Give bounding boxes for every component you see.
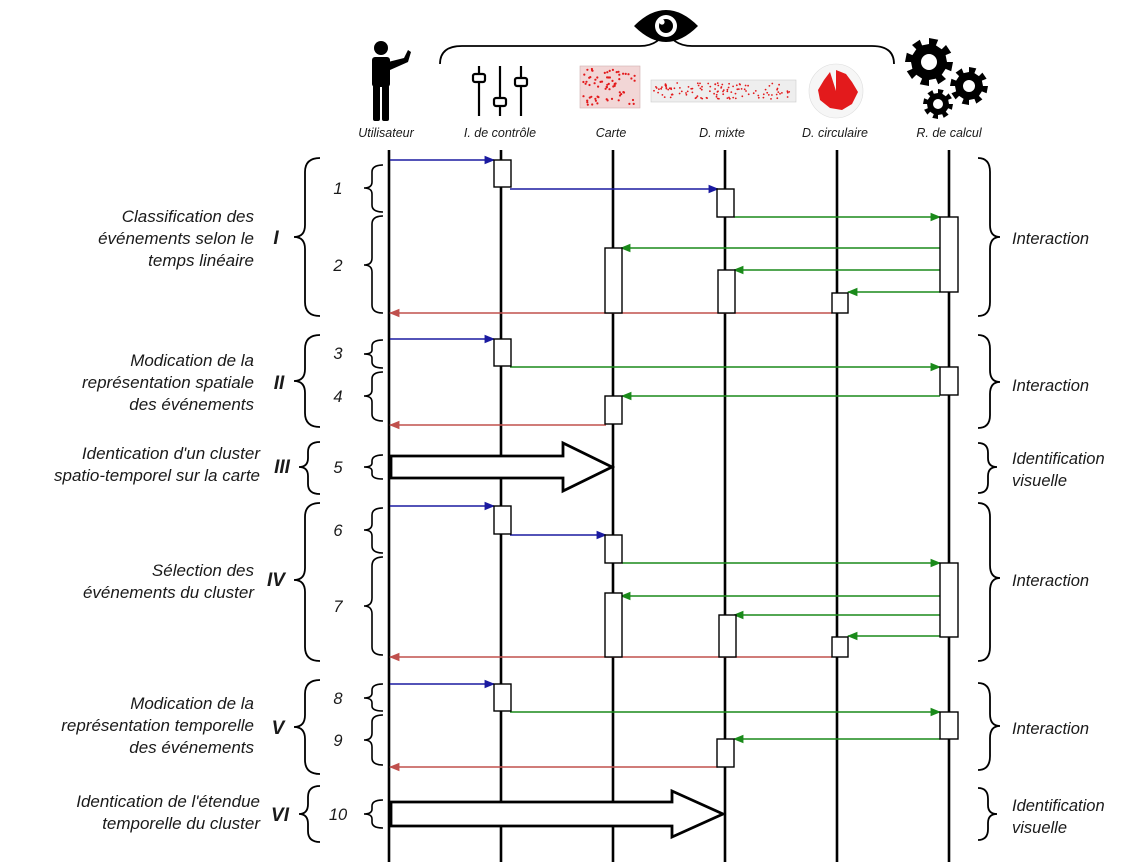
step-number: 4 [333,388,342,406]
actor-label: D. circulaire [802,126,868,140]
step-number: 10 [329,806,348,824]
phase-kind-label: Interaction [1012,230,1089,248]
activation-box [493,159,512,188]
mixed-diagram-thumbnail-icon [650,79,797,103]
phase-numeral: VI [271,805,290,826]
activation-box [604,534,623,564]
map-thumbnail-icon [579,65,641,109]
activation-box [493,338,512,367]
phase-description-line: Classification des [122,207,255,226]
eye-icon [634,10,698,42]
phase-description-line: des événements [129,738,254,757]
phase-description-line: temps linéaire [148,251,254,270]
phase-description-line: représentation temporelle [61,716,254,735]
step-number: 6 [333,522,343,540]
actor-label: D. mixte [699,126,745,140]
phase-description-line: Modication de la [130,351,254,370]
activation-box [939,216,959,293]
sliders-icon [471,66,529,116]
user-icon [372,41,411,121]
phase-description-line: Identication d'un cluster [82,444,261,463]
phase-numeral: IV [267,570,286,591]
activation-box [717,269,736,314]
activation-box [939,711,959,740]
phase-description-line: des événements [129,395,254,414]
phase-numeral: I [273,228,279,249]
phase-description-line: représentation spatiale [82,373,254,392]
step-number: 7 [333,598,343,616]
activation-box [939,562,959,638]
phase-kind-label: Interaction [1012,377,1089,395]
phase-kind-label: Interaction [1012,720,1089,738]
step-braces [363,164,384,829]
message-arrows [388,155,942,772]
phase-kind-label: visuelle [1012,819,1067,837]
visual-identification-arrow-map [389,440,616,494]
activation-box [604,592,623,658]
actor-label: I. de contrôle [464,126,536,140]
activation-box [604,247,623,314]
phase-numeral: III [274,457,291,478]
phase-numeral: V [272,718,286,739]
phase-numeral: II [274,373,285,394]
phase-description-line: événements selon le [98,229,254,248]
phase-kind-label: Identification [1012,450,1105,468]
phase-description-line: Sélection des [152,561,255,580]
step-number: 3 [333,345,343,363]
activation-box [716,188,735,218]
activation-box [831,636,849,658]
activation-box [718,614,737,658]
actor-label: R. de calcul [916,126,983,140]
activation-boxes [493,159,959,768]
circular-diagram-thumbnail-icon [808,63,864,119]
left-phase-braces [293,157,321,843]
phase-kind-label: visuelle [1012,472,1067,490]
phase-description-line: Modication de la [130,694,254,713]
activation-box [939,366,959,396]
activation-box [831,292,849,314]
activation-box [604,395,623,425]
actor-label: Utilisateur [358,126,414,140]
gears-icon [905,38,988,119]
activation-box [716,738,735,768]
step-number: 1 [333,180,342,198]
step-number: 8 [333,690,343,708]
step-number: 2 [332,257,342,275]
phase-kind-label: Interaction [1012,572,1089,590]
step-number: 5 [333,459,343,477]
phase-description-line: Identication de l'étendue [76,792,260,811]
activation-box [493,683,512,712]
activation-box [493,505,512,535]
phase-kind-label: Identification [1012,797,1105,815]
step-number: 9 [333,732,342,750]
phase-description-line: temporelle du cluster [102,814,261,833]
phase-description-line: événements du cluster [83,583,255,602]
actor-label: Carte [596,126,627,140]
right-phase-braces [977,157,1001,841]
visual-identification-arrow-mixed [389,788,727,840]
phase-description-line: spatio-temporel sur la carte [54,466,260,485]
